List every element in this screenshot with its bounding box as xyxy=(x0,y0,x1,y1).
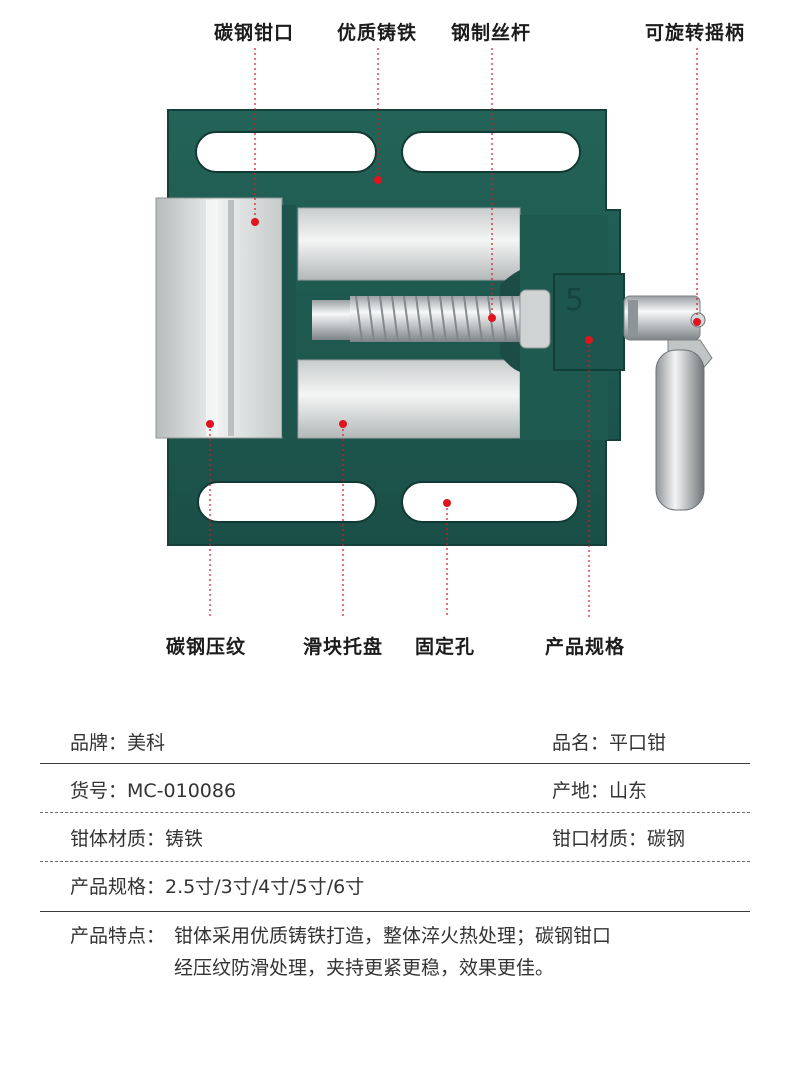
callout-steel-screw: 钢制丝杆 xyxy=(451,22,532,44)
origin-value: 山东 xyxy=(609,780,648,802)
size-label: 产品规格： xyxy=(70,876,166,898)
jaw-material-label: 钳口材质： xyxy=(552,828,648,850)
divider-solid xyxy=(40,763,750,764)
sku-label: 货号： xyxy=(70,780,128,802)
jaw-material-field: 钳口材质：碳钢 xyxy=(552,824,685,851)
divider-dashed xyxy=(40,861,750,862)
vise-product-image: 5 xyxy=(155,48,713,618)
callout-carbon-steel-jaw: 碳钢钳口 xyxy=(214,22,295,44)
body-material-value: 铸铁 xyxy=(165,828,204,850)
brand-value: 美科 xyxy=(127,732,166,754)
features-field: 产品特点： xyxy=(70,920,165,952)
features-body: 钳体采用优质铸铁打造，整体淬火热处理；碳钢钳口 经压纹防滑处理，夹持更紧更稳，效… xyxy=(174,920,734,984)
spec-row-size: 产品规格：2.5寸/3寸/4寸/5寸/6寸 xyxy=(40,860,750,908)
spec-row-features: 产品特点： 钳体采用优质铸铁打造，整体淬火热处理；碳钢钳口 经压纹防滑处理，夹持… xyxy=(40,908,750,998)
spec-row-sku-origin: 货号：MC-010086 产地：山东 xyxy=(40,764,750,812)
origin-field: 产地：山东 xyxy=(552,776,647,803)
spec-table: 品牌：美科 品名：平口钳 货号：MC-010086 产地：山东 钳体材质：铸铁 … xyxy=(40,716,750,998)
callout-mounting-hole: 固定孔 xyxy=(415,636,476,658)
size-value: 2.5寸/3寸/4寸/5寸/6寸 xyxy=(165,876,365,898)
features-line-2: 经压纹防滑处理，夹持更紧更稳，效果更佳。 xyxy=(174,957,555,979)
sku-value: MC-010086 xyxy=(127,780,237,802)
sku-field: 货号：MC-010086 xyxy=(70,776,236,803)
callout-rotating-handle: 可旋转摇柄 xyxy=(645,22,746,44)
body-material-field: 钳体材质：铸铁 xyxy=(70,824,203,851)
callout-cast-iron: 优质铸铁 xyxy=(337,22,418,44)
name-field: 品名：平口钳 xyxy=(552,728,666,755)
origin-label: 产地： xyxy=(552,780,610,802)
spec-row-brand-name: 品牌：美科 品名：平口钳 xyxy=(40,716,750,764)
brand-label: 品牌： xyxy=(70,732,128,754)
jaw-material-value: 碳钢 xyxy=(647,828,686,850)
brand-field: 品牌：美科 xyxy=(70,728,165,755)
callout-product-spec: 产品规格 xyxy=(545,636,626,658)
spec-row-materials: 钳体材质：铸铁 钳口材质：碳钢 xyxy=(40,812,750,860)
features-label: 产品特点： xyxy=(70,925,166,947)
features-line-1: 钳体采用优质铸铁打造，整体淬火热处理；碳钢钳口 xyxy=(174,925,612,947)
name-label: 品名： xyxy=(552,732,610,754)
divider-solid xyxy=(40,911,750,912)
divider-dashed xyxy=(40,812,750,813)
size-field: 产品规格：2.5寸/3寸/4寸/5寸/6寸 xyxy=(70,872,364,899)
callout-slide-tray: 滑块托盘 xyxy=(303,636,384,658)
body-material-label: 钳体材质： xyxy=(70,828,166,850)
name-value: 平口钳 xyxy=(609,732,667,754)
callout-knurled-carbon-steel: 碳钢压纹 xyxy=(166,636,247,658)
size-stamp: 5 xyxy=(565,283,584,318)
